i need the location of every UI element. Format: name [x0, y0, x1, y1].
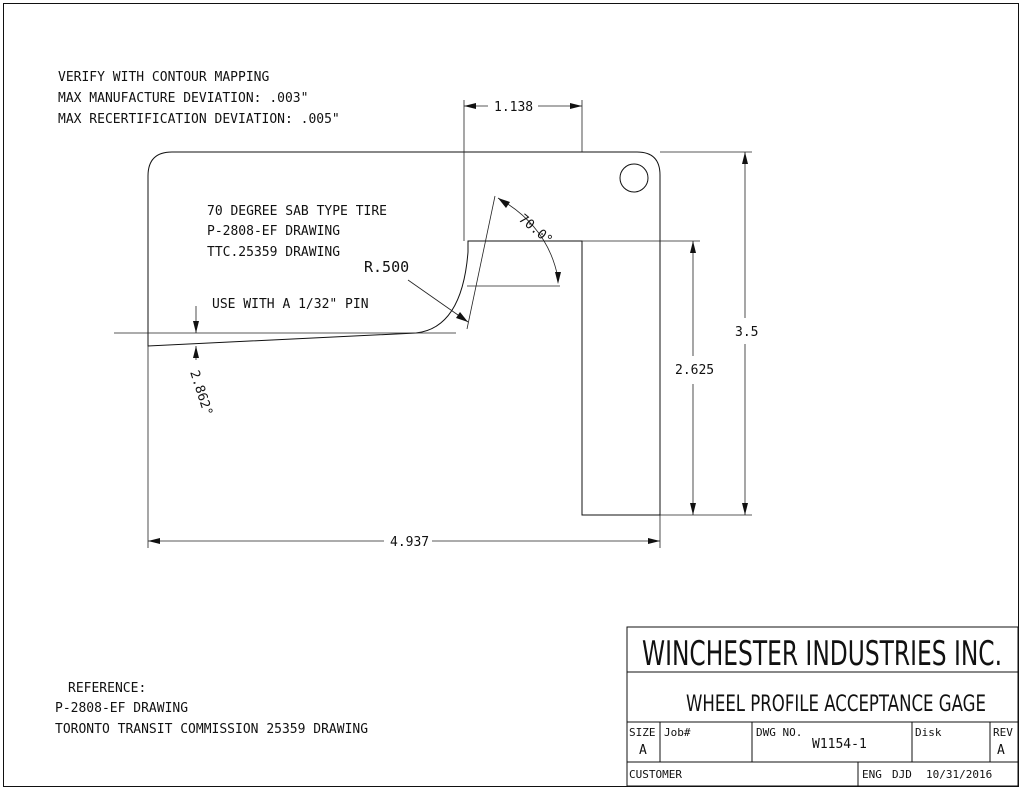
angle-ref-line — [466, 195, 496, 330]
rev-value: A — [997, 743, 1005, 758]
size-label: SIZE — [629, 726, 656, 739]
title-block-frame — [626, 626, 1019, 787]
arrow-angle-bottom — [555, 272, 561, 284]
size-value: A — [639, 743, 647, 758]
gage-outline — [147, 151, 661, 516]
dim-offset: 2.862° — [186, 369, 215, 418]
arrow-2625-top — [690, 241, 696, 253]
arrow-angle-top — [498, 198, 510, 208]
dim-1138: 1.138 — [494, 100, 533, 115]
dim-4937: 4.937 — [390, 535, 429, 550]
dim-angle: 70.0° — [515, 212, 555, 249]
reference-item: TORONTO TRANSIT COMMISSION 25359 DRAWING — [55, 722, 368, 737]
drawing-date: 10/31/2016 — [926, 768, 992, 781]
dim-radius: R.500 — [364, 258, 409, 276]
arrow-4937-right — [648, 538, 660, 544]
dwg-value: W1154-1 — [812, 737, 867, 752]
arrow-4937-left — [148, 538, 160, 544]
arrow-35-bottom — [742, 503, 748, 515]
company-name: WINCHESTER INDUSTRIES INC. — [642, 634, 1002, 674]
part-note-ttc-drawing: TTC.25359 DRAWING — [207, 245, 340, 260]
part-note-drawing: P-2808-EF DRAWING — [207, 224, 340, 239]
sheet-border — [3, 3, 1019, 787]
dim-35: 3.5 — [735, 325, 758, 340]
arrow-offset-top — [193, 321, 199, 333]
arrow-1138-right — [570, 103, 582, 109]
drawing-title: WHEEL PROFILE ACCEPTANCE GAGE — [686, 692, 986, 717]
mounting-hole — [619, 163, 649, 193]
eng-label: ENG — [862, 768, 882, 781]
note-recertification-deviation: MAX RECERTIFICATION DEVIATION: .005" — [58, 112, 340, 127]
arrow-35-top — [742, 152, 748, 164]
dwg-label: DWG NO. — [756, 726, 802, 739]
disk-label: Disk — [915, 726, 942, 739]
arrow-offset-bottom — [193, 346, 199, 358]
reference-item: P-2808-EF DRAWING — [55, 701, 188, 716]
rev-label: REV — [993, 726, 1013, 739]
note-verify: VERIFY WITH CONTOUR MAPPING — [58, 70, 269, 85]
note-manufacture-deviation: MAX MANUFACTURE DEVIATION: .003" — [58, 91, 308, 106]
title-block: WINCHESTER INDUSTRIES INC. WHEEL PROFILE… — [626, 626, 1019, 787]
job-label: Job# — [664, 726, 691, 739]
reference-heading: REFERENCE: — [68, 681, 146, 696]
part-note-tire-type: 70 DEGREE SAB TYPE TIRE — [207, 204, 387, 219]
arrow-radius — [456, 312, 468, 322]
pin-note: USE WITH A 1/32" PIN — [212, 297, 369, 312]
eng-value: DJD — [892, 768, 912, 781]
customer-label: CUSTOMER — [629, 768, 682, 781]
arrow-2625-bottom — [690, 503, 696, 515]
dim-2625: 2.625 — [675, 363, 714, 378]
arrow-1138-left — [464, 103, 476, 109]
